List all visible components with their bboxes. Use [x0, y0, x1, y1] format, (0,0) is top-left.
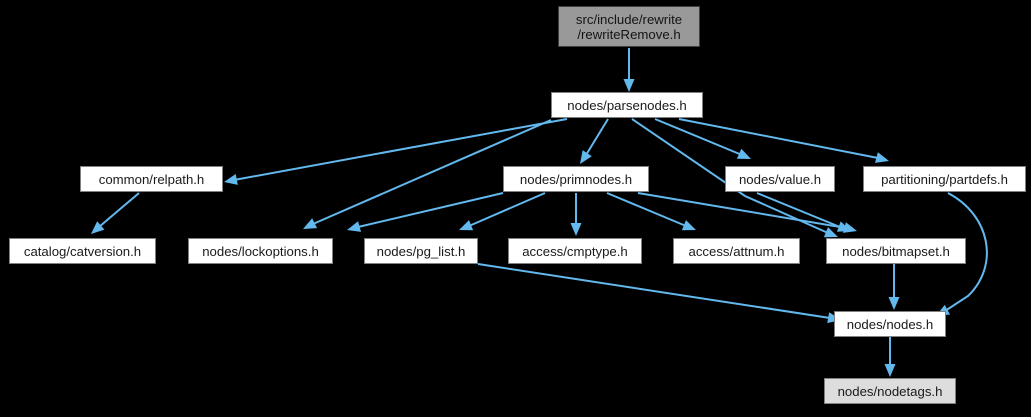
edge-parsenodes-to-primnodes — [580, 118, 609, 164]
node-attnum[interactable]: access/attnum.h — [673, 238, 800, 264]
edge-parsenodes-to-partdefs — [678, 118, 889, 163]
edge-primnodes-to-lockoptions — [347, 192, 504, 232]
node-partdefs[interactable]: partitioning/partdefs.h — [863, 166, 1026, 192]
edge-root-to-parsenodes — [623, 48, 635, 92]
edge-parsenodes-to-relpath — [224, 118, 568, 185]
edge-bitmapset-to-nodes — [888, 264, 900, 310]
arrowhead — [836, 221, 851, 232]
node-pg_list[interactable]: nodes/pg_list.h — [364, 238, 478, 264]
arrowhead — [736, 148, 751, 159]
node-cmptype[interactable]: access/cmptype.h — [508, 238, 642, 264]
node-nodes[interactable]: nodes/nodes.h — [834, 311, 946, 337]
edge-parsenodes-to-lockoptions — [303, 119, 552, 229]
node-bitmapset[interactable]: nodes/bitmapset.h — [826, 238, 966, 264]
edge-primnodes-to-attnum — [606, 192, 696, 231]
arrowhead — [623, 79, 635, 92]
arrowhead — [303, 218, 318, 229]
edge-pg_list-to-nodes — [477, 263, 841, 324]
node-primnodes[interactable]: nodes/primnodes.h — [503, 166, 649, 192]
arrowhead — [884, 364, 896, 377]
arrowhead — [875, 152, 889, 163]
node-nodetags[interactable]: nodes/nodetags.h — [824, 378, 956, 404]
arrowhead — [823, 227, 838, 238]
node-parsenodes[interactable]: nodes/parsenodes.h — [551, 92, 703, 118]
edge-primnodes-to-bitmapset — [637, 192, 857, 233]
arrowhead — [224, 174, 238, 185]
node-lockoptions[interactable]: nodes/lockoptions.h — [188, 238, 333, 264]
node-value[interactable]: nodes/value.h — [725, 166, 835, 192]
arrowhead — [459, 220, 474, 231]
node-catversion[interactable]: catalog/catversion.h — [9, 238, 156, 264]
node-relpath[interactable]: common/relpath.h — [80, 166, 223, 192]
node-root[interactable]: src/include/rewrite /rewriteRemove.h — [558, 6, 700, 47]
edge-primnodes-to-cmptype — [570, 193, 582, 236]
arrowhead — [347, 221, 361, 232]
edge-relpath-to-catversion — [91, 192, 140, 234]
arrowhead — [91, 221, 105, 234]
edge-nodes-to-nodetags — [884, 337, 896, 377]
edge-value-to-bitmapset — [756, 192, 851, 232]
edge-parsenodes-to-value — [654, 118, 751, 159]
edge-primnodes-to-pg_list — [459, 192, 546, 231]
arrowhead — [681, 220, 696, 231]
arrowhead — [888, 297, 900, 310]
arrowhead — [570, 223, 582, 236]
arrowhead — [580, 150, 592, 164]
